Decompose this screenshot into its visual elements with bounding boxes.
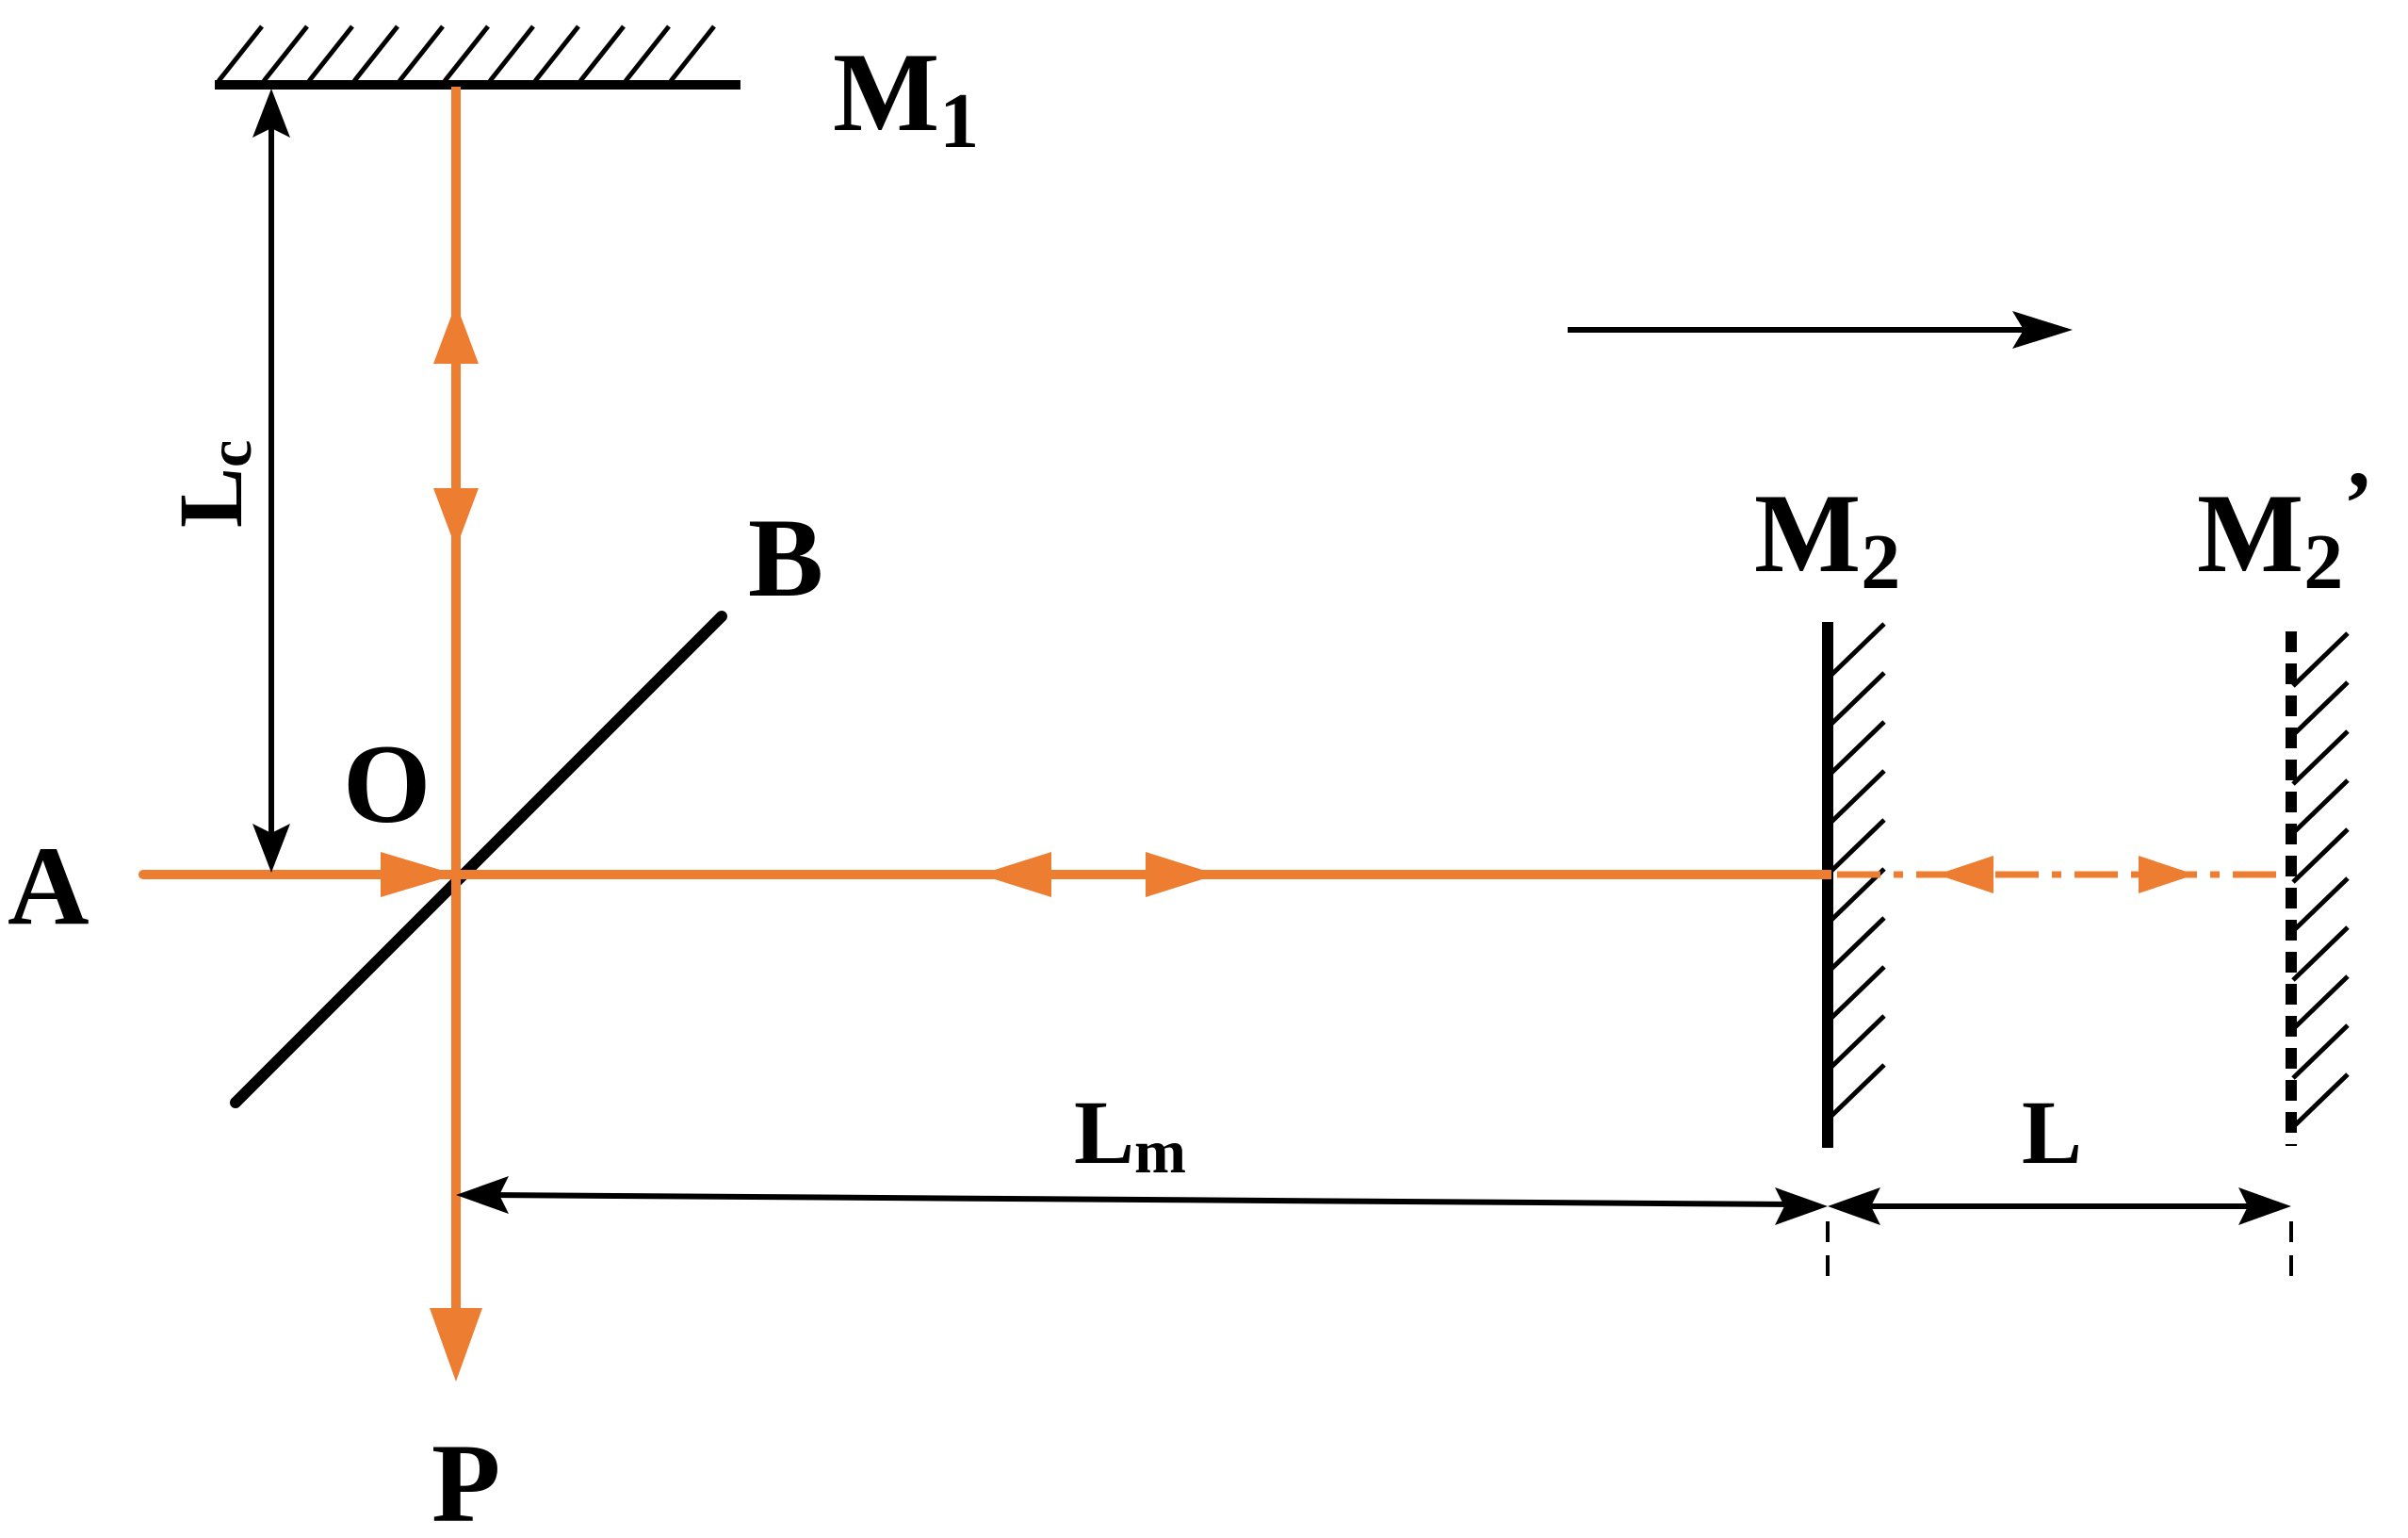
mirror-m2-hatching bbox=[1828, 622, 1886, 1120]
beam-arrow-input bbox=[381, 852, 456, 897]
beam-arrow-left-dashed bbox=[1937, 856, 1993, 893]
mirror-m2-prime bbox=[2286, 631, 2350, 1282]
label-lm: Lm bbox=[1074, 1082, 1186, 1186]
beam-arrow-right bbox=[1146, 852, 1217, 897]
mirror-m1 bbox=[215, 25, 740, 90]
dimension-lm bbox=[456, 1176, 1828, 1225]
label-p: P bbox=[431, 1420, 500, 1538]
label-m2: M2 bbox=[1754, 470, 1900, 606]
beam-arrow-down-upper bbox=[433, 488, 479, 548]
label-m1: M1 bbox=[833, 29, 979, 165]
beam-arrow-up bbox=[433, 303, 479, 364]
mirror-m2 bbox=[1822, 622, 1886, 1282]
label-lc: Lc bbox=[160, 440, 265, 528]
beam-arrow-right-dashed bbox=[2139, 856, 2195, 893]
label-a: A bbox=[8, 823, 89, 948]
beam-arrow-down-output bbox=[430, 1308, 482, 1382]
label-o: O bbox=[343, 721, 431, 846]
mirror-m2-prime-hatching bbox=[2291, 631, 2350, 1129]
label-m2-prime: M2’ bbox=[2197, 452, 2373, 606]
light-beams bbox=[138, 87, 2287, 1382]
dimension-l bbox=[1828, 1187, 2291, 1225]
dimension-lc bbox=[252, 89, 290, 873]
label-b: B bbox=[748, 495, 823, 620]
label-l: L bbox=[2022, 1082, 2082, 1183]
motion-arrow bbox=[1568, 311, 2073, 349]
beam-splitter bbox=[230, 611, 727, 1108]
beam-arrow-left bbox=[980, 852, 1051, 897]
mirror-m1-hatching bbox=[217, 25, 716, 83]
